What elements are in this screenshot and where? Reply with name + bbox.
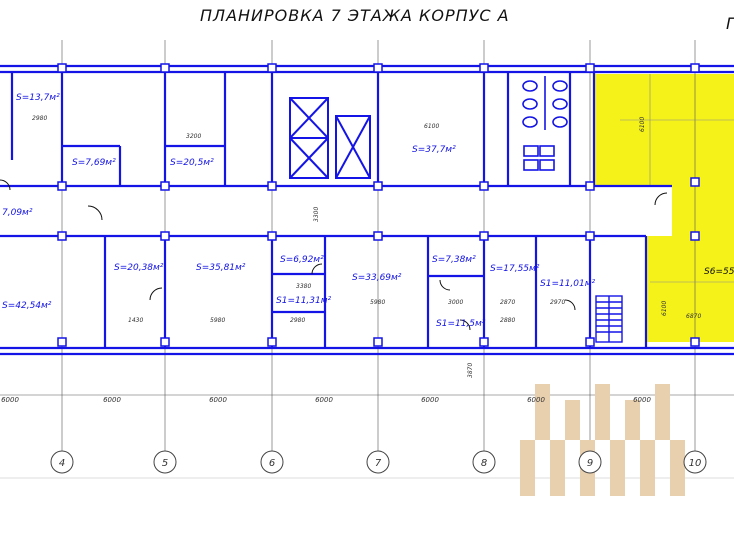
highlight-zone-upper [594,74,734,186]
room-area-label: S6=55 [704,267,734,277]
highlight-zone-lower [646,236,734,342]
watermark-logo [520,384,685,496]
dimension-label: 2980 [32,115,47,122]
dimension-label: 3200 [186,133,201,140]
room-area-label: S1=11,31м² [276,296,332,306]
room-area-label: S1=11,5м² [436,319,486,329]
corner-mark: Г [726,14,734,33]
dimension-label: 3380 [296,283,311,290]
span-label: 6000 [103,396,121,404]
room-area-label: S=42,54м² [2,301,52,311]
dimension-label: 5980 [210,317,225,324]
door-swings [0,179,668,331]
highlight-zone-middle [672,186,734,236]
span-label: 6000 [421,396,439,404]
dimension-label: 6100 [424,123,439,130]
span-label: 6000 [209,396,227,404]
dimension-label: 2970 [550,299,565,306]
dimension-label: 5980 [370,299,385,306]
span-label: 6000 [633,396,651,404]
axis-label-8: 8 [481,458,487,469]
room-area-label: S=33,69м² [352,273,402,283]
sanitary-fixtures [522,76,568,171]
axis-label-7: 7 [375,458,382,469]
dimension-label: 2980 [290,317,305,324]
dimension-label: 2870 [500,299,515,306]
axis-label-5: 5 [162,458,168,469]
room-area-label: S=35,81м² [196,263,246,273]
room-area-label: S=6,92м² [280,255,324,265]
dimension-label: 6100 [661,301,668,316]
elevator-shafts [289,97,371,179]
room-area-label: S1=11,01м² [540,279,596,289]
axis-label-6: 6 [269,458,275,469]
room-area-label: S=7,69м² [72,158,116,168]
dimension-label: 6100 [639,117,646,132]
dimension-label: 3870 [467,363,474,378]
highlight-zones [594,74,734,342]
axis-bubbles [50,450,707,474]
room-area-label: S=20,5м² [170,158,214,168]
span-label: 6000 [315,396,333,404]
staircase [595,295,623,343]
room-area-label: S=37,7м² [412,145,456,155]
room-area-label: S=20,38м² [114,263,164,273]
plan-title: ПЛАНИРОВКА 7 ЭТАЖА КОРПУС А [200,6,510,25]
room-area-label: S=7,38м² [432,255,476,265]
axis-label-10: 10 [689,458,702,469]
axis-label-4: 4 [59,458,65,469]
span-label: 6000 [527,396,545,404]
structural-columns [57,63,700,347]
dimension-label: 2880 [500,317,515,324]
dimension-label: 3300 [313,207,320,222]
walls [0,64,734,356]
room-area-label: 7,09м² [2,208,33,218]
room-area-label: S=13,7м² [16,93,60,103]
dimension-label: 6870 [686,313,701,320]
dimension-label: 3000 [448,299,463,306]
axis-label-9: 9 [587,458,593,469]
room-area-label: S=17,55м² [490,264,540,274]
span-label: 6000 [1,396,19,404]
dimension-label: 1430 [128,317,143,324]
